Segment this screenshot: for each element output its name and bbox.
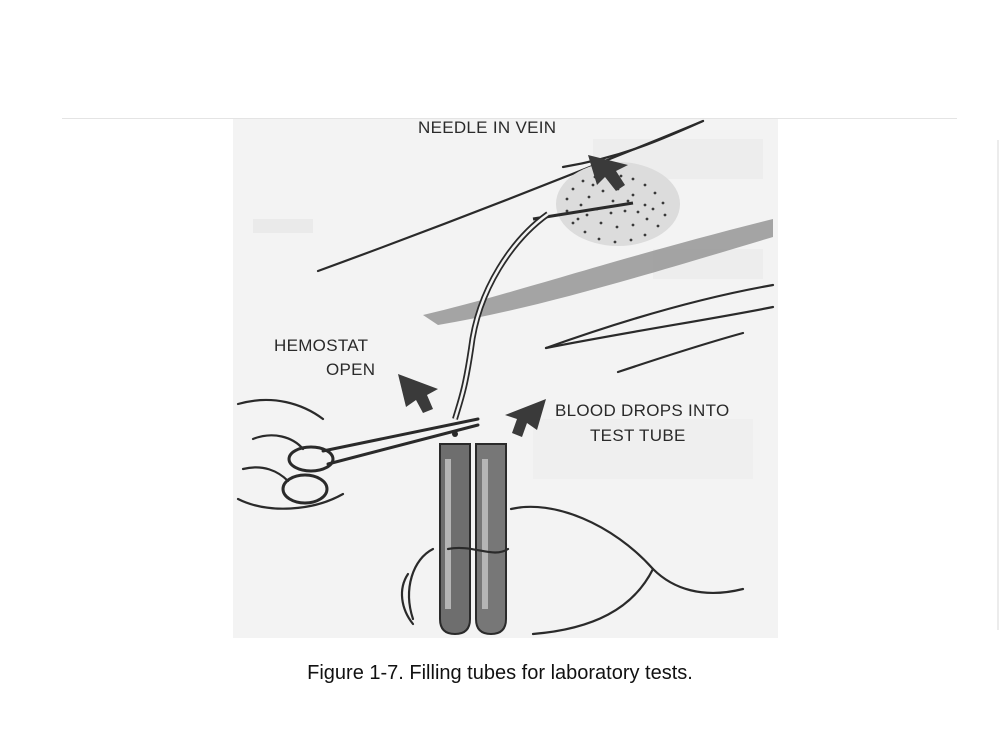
pointer-arrows bbox=[398, 155, 628, 437]
label-test-tube: TEST TUBE bbox=[590, 426, 686, 445]
label-blood-drops-into: BLOOD DROPS INTO bbox=[555, 401, 730, 420]
label-open: OPEN bbox=[326, 360, 376, 379]
horizontal-divider bbox=[62, 118, 957, 119]
label-needle-in-vein: NEEDLE IN VEIN bbox=[418, 118, 557, 137]
label-hemostat: HEMOSTAT bbox=[274, 336, 369, 355]
test-tubes bbox=[439, 431, 507, 636]
left-hand bbox=[236, 398, 345, 510]
arm-outline bbox=[316, 119, 775, 374]
needle bbox=[532, 201, 634, 221]
right-hand bbox=[400, 505, 745, 636]
illustration-filling-tubes: NEEDLE IN VEIN HEMOSTAT OPEN BLOOD DROPS… bbox=[233, 118, 778, 638]
forearm-shading bbox=[423, 219, 773, 325]
figure-caption: Figure 1-7. Filling tubes for laboratory… bbox=[307, 662, 693, 684]
hemostat bbox=[281, 417, 480, 505]
right-edge-divider bbox=[997, 140, 999, 630]
illustration-drawing bbox=[236, 119, 775, 636]
